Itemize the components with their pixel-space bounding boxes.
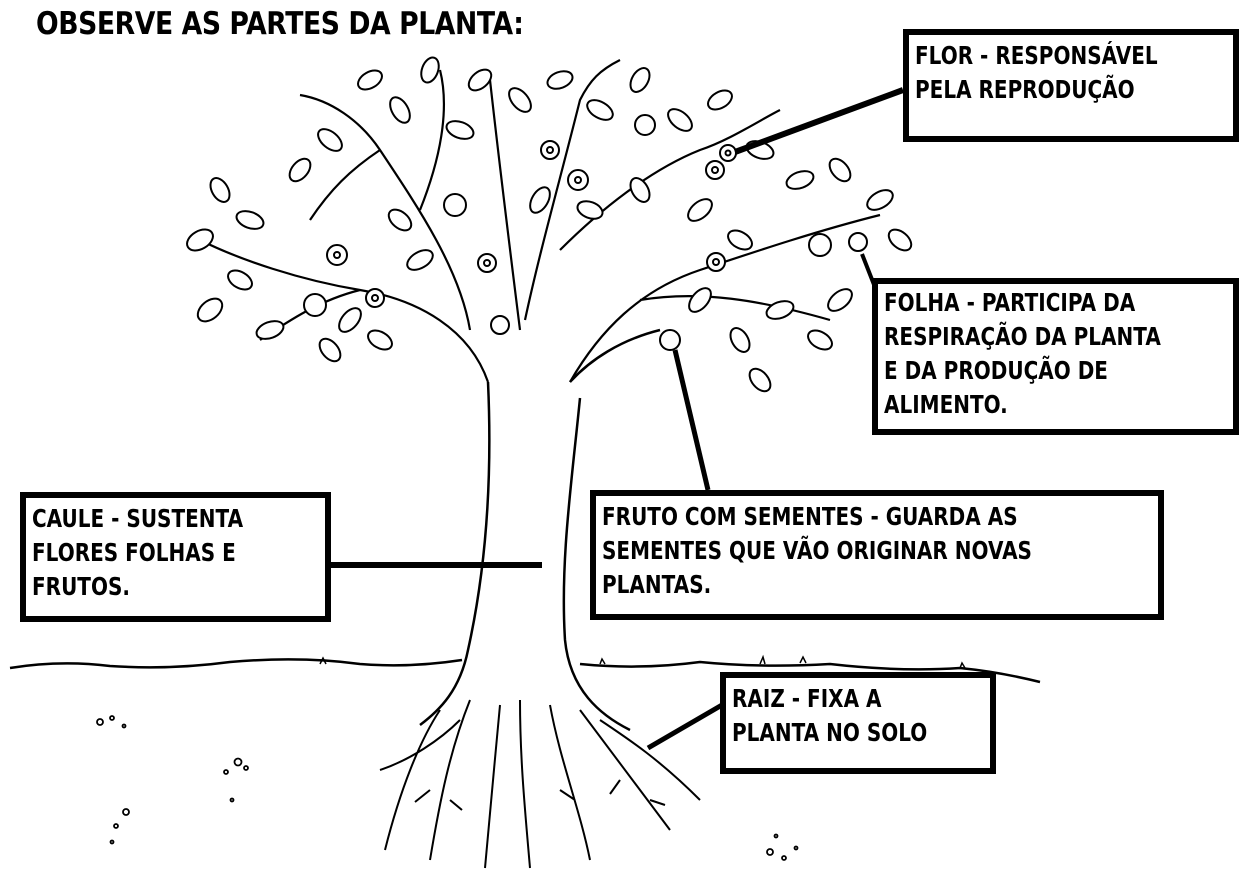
pointer-lines — [331, 87, 905, 751]
pointer-flor — [733, 87, 905, 155]
pointer-raiz — [646, 702, 724, 751]
ground-line — [9, 658, 1041, 684]
label-flor: FLOR - RESPONSÁVEL PELA REPRODUÇÃO — [915, 41, 1158, 104]
grass-tufts — [319, 654, 966, 669]
pointer-fruto — [672, 349, 711, 491]
tree-fruits — [303, 114, 868, 351]
tree-roots — [379, 699, 701, 869]
label-raiz: RAIZ - FIXA A PLANTA NO SOLO — [732, 684, 928, 747]
tree-branches — [199, 59, 881, 383]
page-title: OBSERVE AS PARTES DA PLANTA: — [36, 6, 524, 42]
tree-flowers — [326, 140, 737, 308]
label-box-fruto: FRUTO COM SEMENTES - GUARDA AS SEMENTES … — [590, 490, 1164, 620]
soil-pebbles — [96, 715, 799, 861]
label-fruto: FRUTO COM SEMENTES - GUARDA AS SEMENTES … — [602, 502, 1032, 599]
label-caule: CAULE - SUSTENTA FLORES FOLHAS E FRUTOS. — [32, 504, 244, 601]
tree-trunk — [419, 328, 661, 732]
tree-leaves — [186, 56, 913, 393]
label-box-raiz: RAIZ - FIXA A PLANTA NO SOLO — [720, 672, 996, 774]
label-box-caule: CAULE - SUSTENTA FLORES FOLHAS E FRUTOS. — [20, 492, 331, 622]
label-box-flor: FLOR - RESPONSÁVEL PELA REPRODUÇÃO — [903, 29, 1239, 142]
label-folha: FOLHA - PARTICIPA DA RESPIRAÇÃO DA PLANT… — [884, 288, 1161, 419]
label-box-folha: FOLHA - PARTICIPA DA RESPIRAÇÃO DA PLANT… — [872, 278, 1239, 435]
